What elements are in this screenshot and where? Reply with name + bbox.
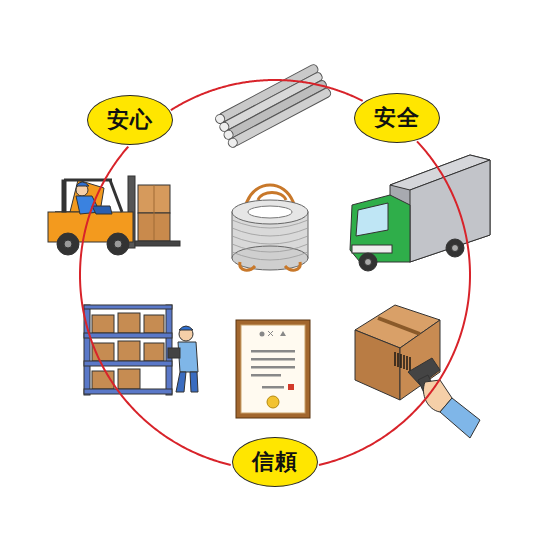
node-label: 安全 xyxy=(374,103,420,133)
warehouse-rack xyxy=(84,305,198,395)
forklift xyxy=(48,176,180,255)
certificate xyxy=(236,320,310,418)
node-label: 信頼 xyxy=(252,447,298,477)
box-scanner xyxy=(355,305,480,438)
circle-arc xyxy=(319,141,470,465)
wire-coil xyxy=(232,185,308,270)
circle-arc xyxy=(171,80,363,110)
label-oval: 信頼 xyxy=(232,437,318,487)
node-label: 安心 xyxy=(107,105,153,135)
circle-arc xyxy=(80,147,231,465)
label-oval: 安全 xyxy=(354,93,440,143)
steel-bars xyxy=(214,63,332,149)
label-oval: 安心 xyxy=(87,95,173,145)
